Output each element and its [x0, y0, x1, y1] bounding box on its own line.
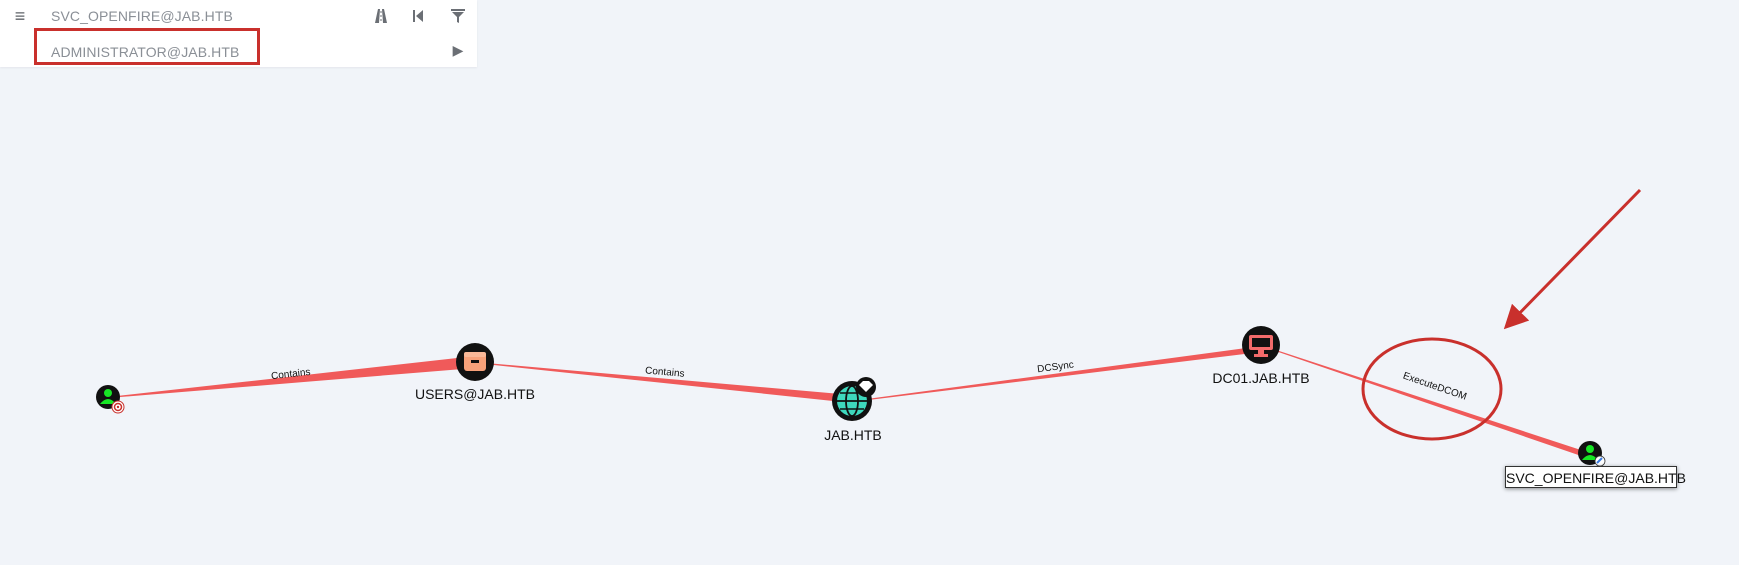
edge-executedcom-dc-svc[interactable]	[1261, 345, 1590, 459]
node-label-domain: JAB.HTB	[824, 427, 882, 443]
node-label-dc01: DC01.JAB.HTB	[1212, 370, 1309, 386]
target-node-row: ADMINISTRATOR@JAB.HTB ▶	[0, 33, 477, 66]
edge-label-dcsync: DCSync	[1037, 360, 1075, 376]
edge-contains-admin-users[interactable]	[108, 356, 475, 398]
edge-contains-users-domain[interactable]	[475, 362, 852, 403]
start-node-input[interactable]: SVC_OPENFIRE@JAB.HTB	[51, 8, 233, 24]
target-icon	[111, 400, 125, 414]
group-box-icon	[464, 352, 486, 371]
selected-node-label[interactable]: SVC_OPENFIRE@JAB.HTB	[1505, 466, 1686, 488]
node-administrator[interactable]	[96, 385, 125, 414]
user-icon	[100, 389, 116, 404]
pathfinding-panel: ≡ SVC_OPENFIRE@JAB.HTB ADMINISTRATOR@JAB…	[0, 0, 477, 67]
node-svc-openfire[interactable]	[1578, 441, 1606, 467]
annotation-arrow	[1503, 188, 1642, 330]
edge-dcsync-domain-dc[interactable]	[852, 346, 1261, 402]
annotation-highlight-box	[34, 28, 260, 65]
owned-icon	[1594, 455, 1606, 467]
node-dc01-computer[interactable]: DC01.JAB.HTB	[1212, 326, 1310, 386]
node-domain[interactable]: JAB.HTB	[824, 377, 882, 443]
node-users-group[interactable]: USERS@JAB.HTB	[415, 343, 535, 402]
pathfinding-icon[interactable]	[372, 7, 390, 25]
play-icon[interactable]: ▶	[452, 42, 464, 58]
edge-label-contains-1: Contains	[271, 367, 311, 382]
crown-jewel-icon	[856, 377, 876, 397]
computer-icon	[1249, 335, 1273, 357]
edge-label-contains-2: Contains	[645, 365, 685, 379]
selected-node-label-text: SVC_OPENFIRE@JAB.HTB	[1506, 470, 1686, 486]
filter-icon[interactable]	[449, 7, 467, 25]
start-node-row: ≡ SVC_OPENFIRE@JAB.HTB	[0, 0, 477, 33]
menu-icon[interactable]: ≡	[14, 6, 26, 26]
node-label-users: USERS@JAB.HTB	[415, 386, 535, 402]
target-node-input[interactable]: ADMINISTRATOR@JAB.HTB	[51, 44, 240, 60]
annotation-circle	[1361, 337, 1503, 441]
back-icon[interactable]	[409, 7, 427, 25]
edge-label-executedcom: ExecuteDCOM	[1401, 371, 1468, 403]
user-icon	[1582, 445, 1598, 460]
